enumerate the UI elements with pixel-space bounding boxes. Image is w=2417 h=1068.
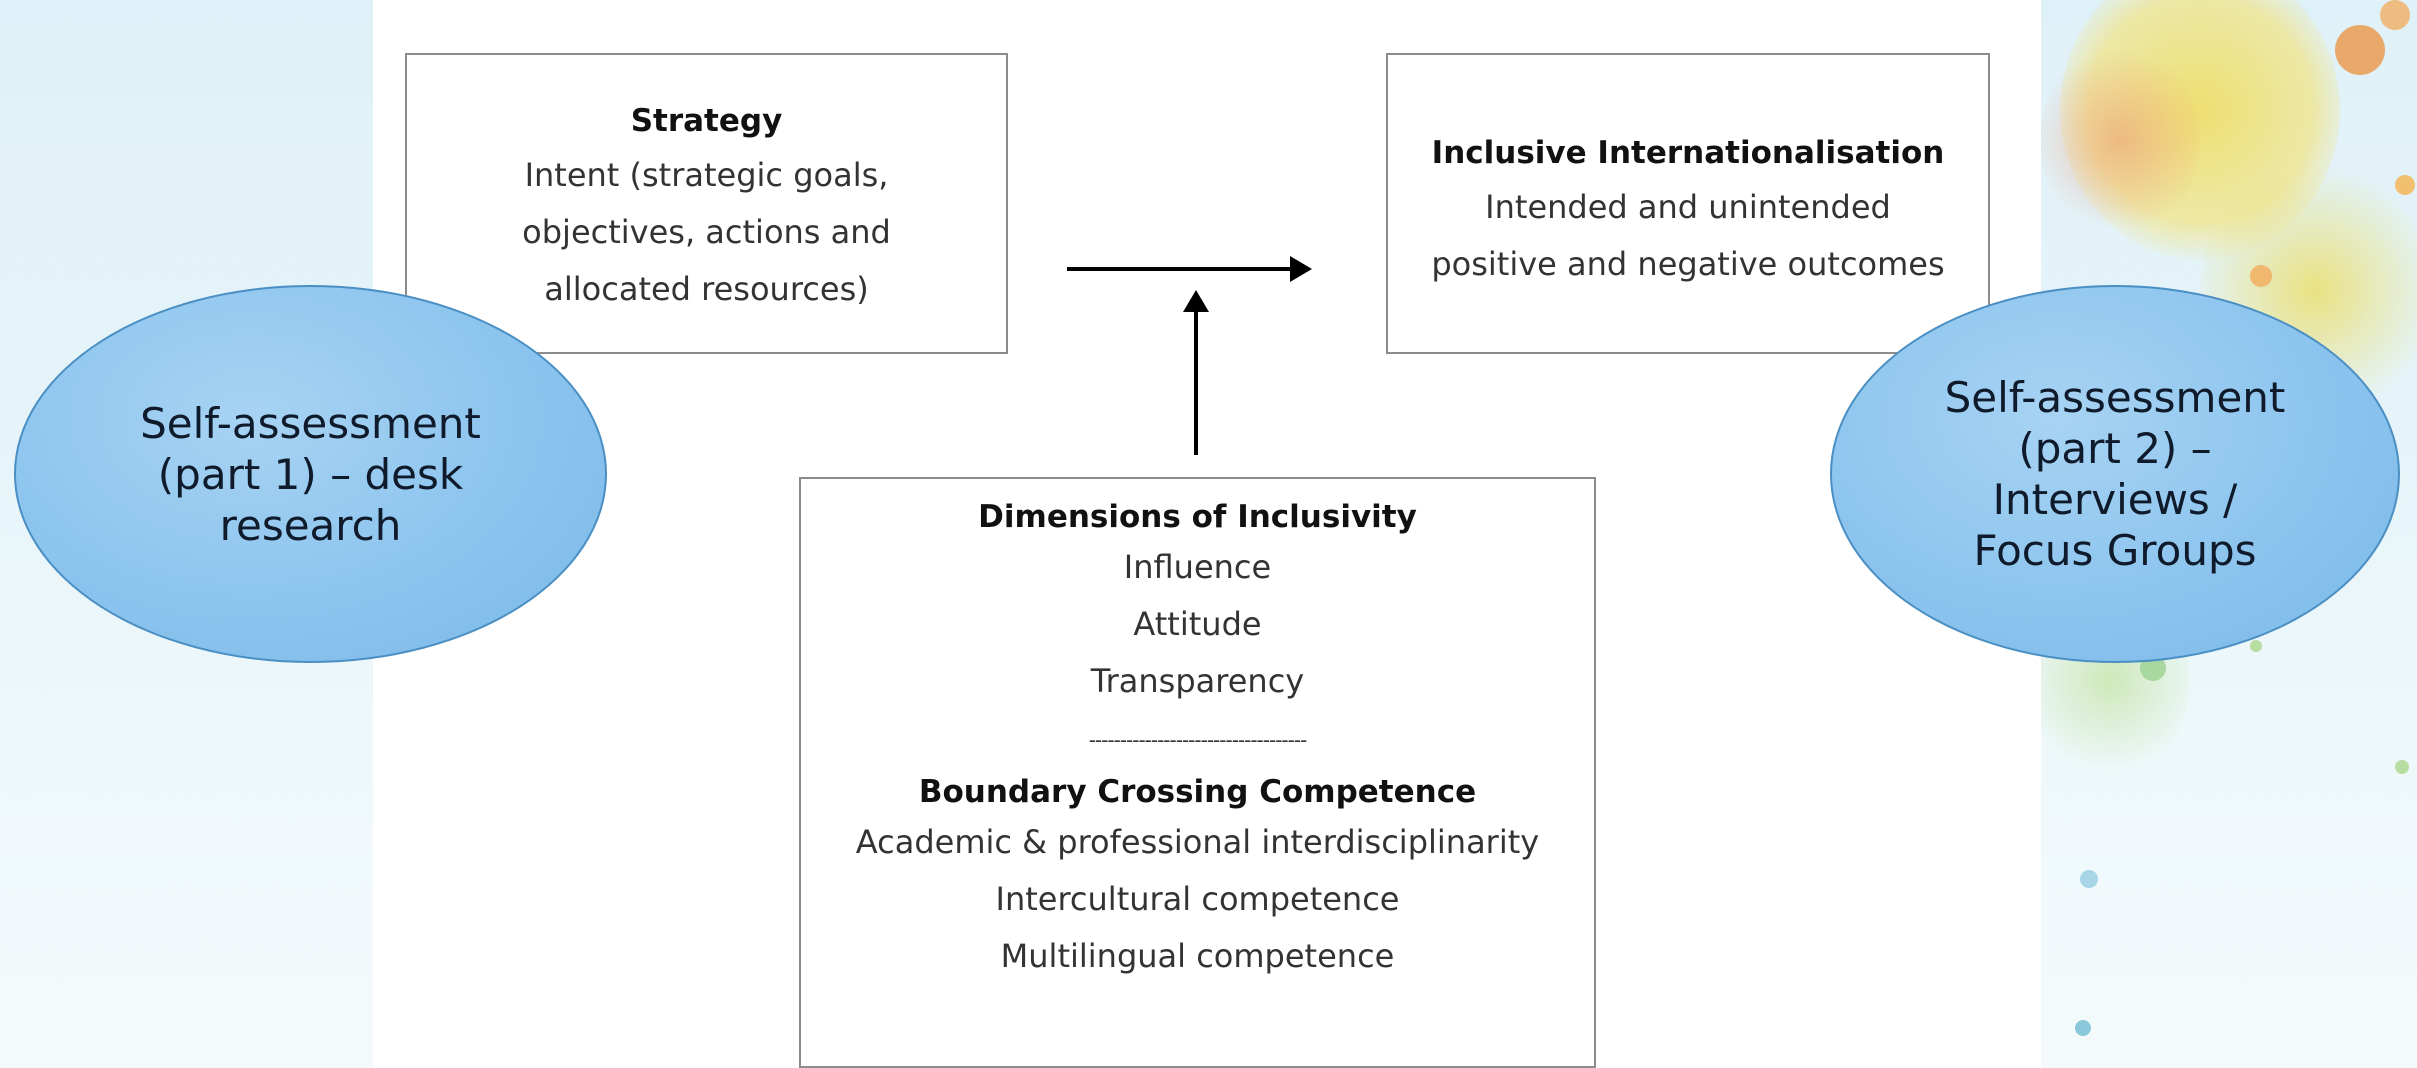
dimensions-title: Dimensions of Inclusivity — [978, 499, 1417, 535]
self-assessment-part1-ellipse: Self-assessment (part 1) – desk research — [14, 285, 607, 663]
dimension-item: Influence — [1123, 548, 1272, 586]
strategy-box: Strategy Intent (strategic goals, object… — [405, 53, 1008, 354]
section-divider: ----------------------------------- — [1088, 728, 1308, 752]
strategy-line: objectives, actions and — [522, 213, 891, 251]
boundary-item: Academic & professional interdisciplinar… — [855, 823, 1540, 861]
strategy-line: allocated resources) — [544, 270, 869, 308]
strategy-title: Strategy — [630, 103, 783, 139]
dimensions-box: Dimensions of Inclusivity Influence Atti… — [799, 477, 1596, 1068]
self-assessment-part1-text: Self-assessment (part 1) – desk research — [140, 398, 481, 550]
outcome-line: Intended and unintended — [1485, 188, 1891, 226]
boundary-item: Intercultural competence — [995, 880, 1400, 918]
strategy-line: Intent (strategic goals, — [524, 156, 889, 194]
boundary-item: Multilingual competence — [1000, 937, 1395, 975]
dimension-item: Transparency — [1090, 662, 1305, 700]
boundary-title: Boundary Crossing Competence — [918, 774, 1477, 810]
outcome-line: positive and negative outcomes — [1431, 245, 1945, 283]
dimension-item: Attitude — [1133, 605, 1262, 643]
self-assessment-part2-ellipse: Self-assessment (part 2) – Interviews / … — [1830, 285, 2400, 663]
outcome-box: Inclusive Internationalisation Intended … — [1386, 53, 1990, 354]
self-assessment-part2-text: Self-assessment (part 2) – Interviews / … — [1944, 373, 2286, 575]
outcome-title: Inclusive Internationalisation — [1431, 135, 1945, 171]
